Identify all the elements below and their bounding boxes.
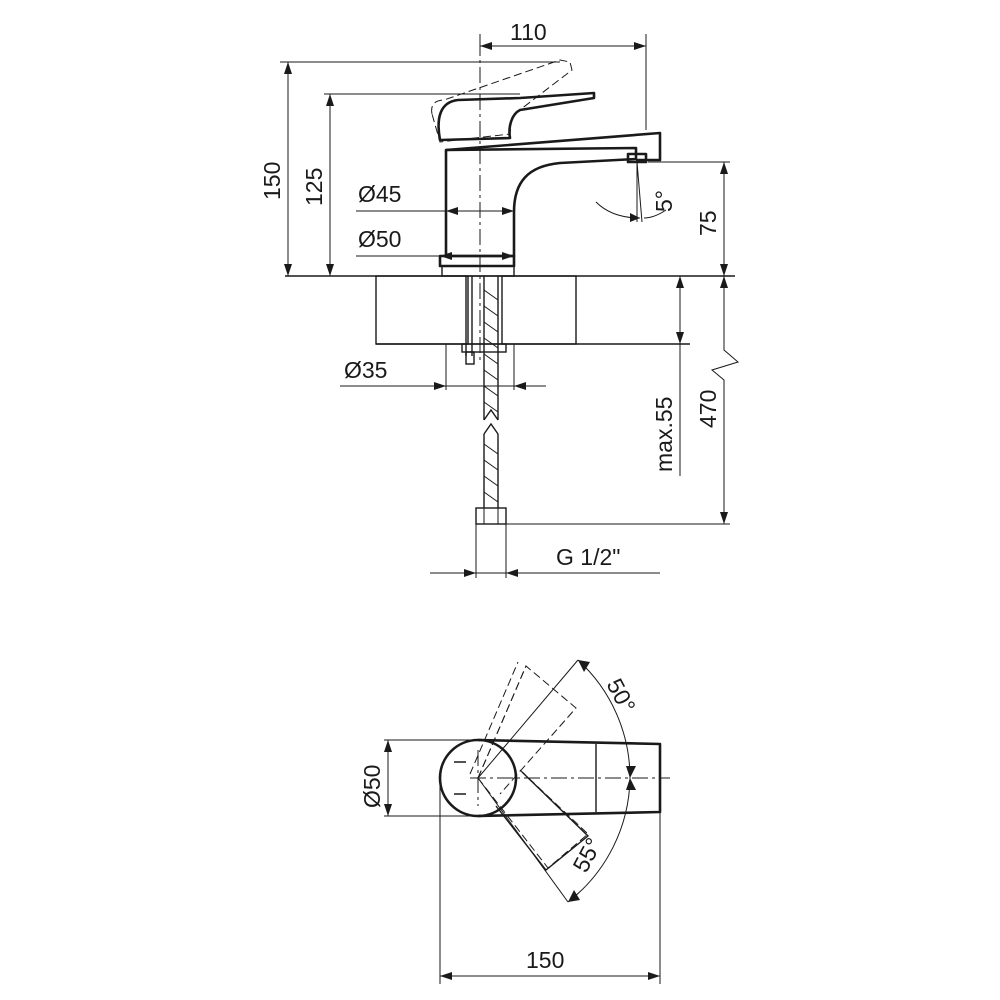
dimension-dia-35: Ø35 — [340, 344, 546, 390]
dimension-max-55-label: max.55 — [651, 397, 677, 472]
faucet-body — [438, 131, 662, 277]
dimension-125-label: 125 — [301, 168, 327, 206]
supply-hoses — [461, 276, 507, 525]
dimension-angle-50-label: 50° — [602, 674, 641, 717]
dimension-470-label: 470 — [695, 390, 721, 428]
countertop-section — [375, 275, 690, 345]
dimension-dia-45-label: Ø45 — [358, 181, 401, 207]
dimension-thread: G 1/2" — [430, 524, 660, 578]
dimension-dia-45: Ø45 — [356, 181, 514, 215]
dimension-dia-50: Ø50 — [356, 226, 514, 260]
dimension-110: 110 — [479, 19, 647, 130]
dimension-150-height-label: 150 — [259, 162, 285, 200]
dimension-dia-35-label: Ø35 — [344, 357, 387, 383]
dimension-angle-55-label: 55° — [567, 833, 606, 876]
dimension-75-label: 75 — [695, 210, 721, 236]
dimension-max-55: max.55 — [651, 276, 684, 476]
dimension-top-150-label: 150 — [526, 947, 564, 973]
dimension-110-label: 110 — [510, 19, 547, 45]
dimension-125: 125 — [301, 93, 520, 276]
dimension-dia-50-label: Ø50 — [358, 226, 401, 252]
dimension-top-dia-50: Ø50 — [359, 739, 478, 817]
top-view: 50° 55° Ø50 150 — [359, 659, 670, 984]
dimension-75: 75 — [648, 161, 730, 276]
lever-handle — [431, 59, 596, 143]
dimension-150-height: 150 — [259, 61, 560, 276]
dimension-top-dia-50-label: Ø50 — [359, 765, 385, 808]
dimension-angle-5-label: 5° — [651, 190, 677, 212]
dimension-angle-5: 5° — [595, 161, 677, 223]
angle-arcs: 50° 55° — [477, 659, 641, 903]
dimension-470: 470 — [506, 276, 740, 525]
front-view: 110 150 125 Ø45 — [259, 19, 740, 578]
dimension-top-150: 150 — [439, 778, 661, 984]
dimension-thread-label: G 1/2" — [556, 544, 620, 570]
